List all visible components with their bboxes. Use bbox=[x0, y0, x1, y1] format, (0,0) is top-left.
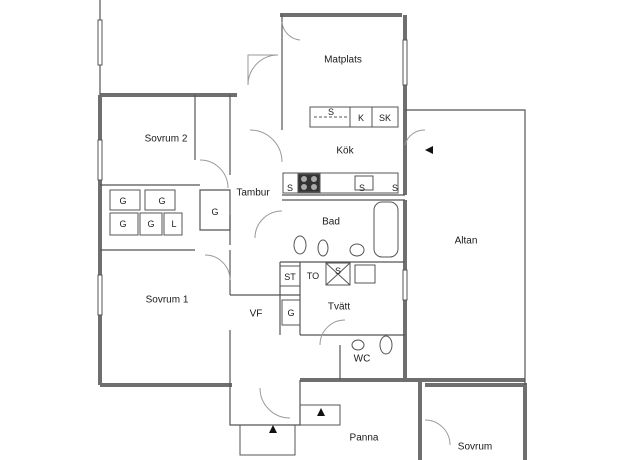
room-tvatt: Tvätt bbox=[327, 301, 351, 313]
room-vf: VF bbox=[249, 308, 263, 320]
room-tambur: Tambur bbox=[236, 187, 270, 199]
kitchen-sink bbox=[354, 175, 374, 191]
wardrobe-g-label-vf: G bbox=[287, 308, 295, 318]
wardrobe-g2 bbox=[144, 189, 176, 211]
bathtub bbox=[373, 201, 399, 258]
entrance-arrows bbox=[269, 146, 433, 433]
room-panna: Panna bbox=[349, 432, 379, 444]
fixture-s-end: S bbox=[391, 183, 399, 193]
washing-machine-box bbox=[325, 262, 351, 286]
door-swings bbox=[199, 21, 451, 446]
wardrobe-g-label-2: G bbox=[158, 196, 166, 206]
fixture-st: ST bbox=[284, 272, 296, 282]
fixture-s-sink: S bbox=[358, 183, 366, 193]
arrow-icon bbox=[269, 425, 277, 433]
step-1 bbox=[239, 424, 296, 456]
wardrobe-l bbox=[163, 212, 183, 236]
g-cabinet bbox=[281, 299, 301, 326]
arrow-icon bbox=[425, 146, 433, 154]
tvatt-sink bbox=[354, 264, 376, 284]
kitchen-lower-counter bbox=[282, 172, 399, 194]
st-cabinet bbox=[279, 265, 301, 287]
interior-walls bbox=[99, 0, 526, 426]
fixture-to: TO bbox=[306, 271, 320, 281]
wardrobe-g1 bbox=[109, 189, 141, 211]
stove bbox=[297, 173, 321, 193]
arrow-icon bbox=[317, 408, 325, 416]
fixture-s-tvatt: S bbox=[334, 266, 342, 276]
washbasin-bad bbox=[349, 243, 365, 257]
wardrobe-l-label: L bbox=[171, 219, 177, 229]
toilet-wc bbox=[379, 335, 393, 355]
room-sovrum-2: Sovrum 2 bbox=[144, 133, 188, 145]
room-kok: Kök bbox=[336, 145, 354, 157]
fixture-k: K bbox=[357, 113, 365, 123]
wardrobe-g-label-4: G bbox=[147, 219, 155, 229]
kitchen-upper-counter bbox=[309, 106, 399, 128]
fixture-s-stove: S bbox=[286, 183, 294, 193]
wardrobe-g-label-tambur: G bbox=[211, 207, 219, 217]
washbasin-wc bbox=[351, 339, 365, 351]
bidet bbox=[317, 239, 329, 257]
wardrobe-g-label-3: G bbox=[119, 219, 127, 229]
room-bad: Bad bbox=[322, 216, 340, 228]
room-sovrum: Sovrum bbox=[457, 441, 493, 453]
wardrobe-g3 bbox=[109, 212, 139, 236]
room-sovrum-1: Sovrum 1 bbox=[145, 294, 189, 306]
room-altan: Altan bbox=[454, 235, 478, 247]
fixtures bbox=[109, 106, 399, 456]
toilet-bad bbox=[293, 235, 307, 255]
windows bbox=[97, 19, 408, 316]
wall-lower-block bbox=[300, 378, 422, 460]
wardrobe-g4 bbox=[139, 212, 163, 236]
room-matplats: Matplats bbox=[324, 54, 362, 66]
fixture-s-upper: S bbox=[327, 107, 335, 117]
wardrobe-g-label-1: G bbox=[119, 196, 127, 206]
step-2 bbox=[299, 404, 341, 426]
room-wc: WC bbox=[353, 353, 371, 365]
fixture-sk: SK bbox=[378, 113, 392, 123]
